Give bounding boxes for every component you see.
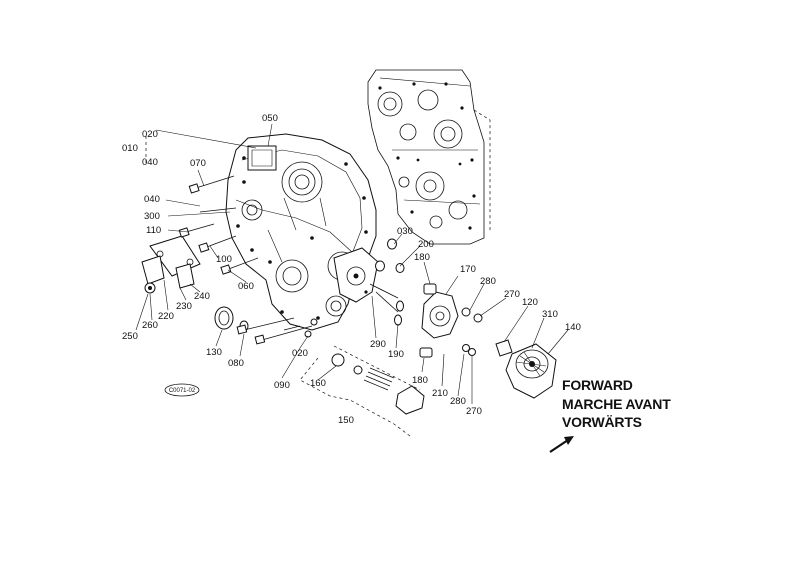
callout-090: 090 (274, 380, 290, 391)
oil-pump-body (333, 247, 379, 303)
callout-240: 240 (194, 291, 210, 302)
cover-plate (141, 235, 201, 294)
reference-code-badge: C0071-02 (164, 383, 200, 397)
callout-020: 020 (292, 348, 308, 359)
callout-270: 270 (504, 289, 520, 300)
callout-310: 310 (542, 309, 558, 320)
callout-200: 200 (418, 239, 434, 250)
callout-150: 150 (338, 415, 354, 426)
plugs (369, 238, 405, 326)
callout-170: 170 (460, 264, 476, 275)
callout-labels: 050 020 010 040 070 040 300 110 100 060 … (122, 113, 581, 426)
callout-100: 100 (216, 254, 232, 265)
callout-220: 220 (158, 311, 174, 322)
reference-code: C0071-02 (169, 388, 196, 394)
callout-160: 160 (310, 378, 326, 389)
callout-230: 230 (176, 301, 192, 312)
callout-070: 070 (190, 158, 206, 169)
callout-300: 300 (144, 211, 160, 222)
callout-130: 130 (206, 347, 222, 358)
callout-260: 260 (142, 320, 158, 331)
relief-valve-assembly (299, 345, 425, 437)
bolts (178, 175, 318, 345)
callout-140: 140 (565, 322, 581, 333)
callout-040: 040 (142, 157, 158, 168)
callout-120: 120 (522, 297, 538, 308)
callout-180: 180 (412, 375, 428, 386)
callout-050: 050 (262, 113, 278, 124)
callout-080: 080 (228, 358, 244, 369)
callout-010: 010 (122, 143, 138, 154)
callout-280: 280 (450, 396, 466, 407)
callout-290: 290 (370, 339, 386, 350)
engine-block-outline (367, 69, 491, 245)
callout-040: 040 (144, 194, 160, 205)
callout-250: 250 (122, 331, 138, 342)
callout-030: 030 (397, 226, 413, 237)
callout-270: 270 (466, 406, 482, 417)
direction-forward-de: VORWÄRTS (562, 414, 642, 430)
callout-110: 110 (146, 225, 161, 236)
callout-190: 190 (388, 349, 404, 360)
direction-forward-fr: MARCHE AVANT (562, 396, 671, 412)
direction-forward-en: FORWARD (562, 377, 633, 393)
callout-280: 280 (480, 276, 496, 287)
oil-filter-bracket (419, 283, 483, 358)
callout-180: 180 (414, 252, 430, 263)
callout-020: 020 (142, 129, 158, 140)
callout-210: 210 (432, 388, 448, 399)
oil-filter (495, 339, 557, 399)
arrow-forward-icon (549, 436, 574, 453)
callout-060: 060 (238, 281, 254, 292)
leader-lines (135, 123, 569, 404)
